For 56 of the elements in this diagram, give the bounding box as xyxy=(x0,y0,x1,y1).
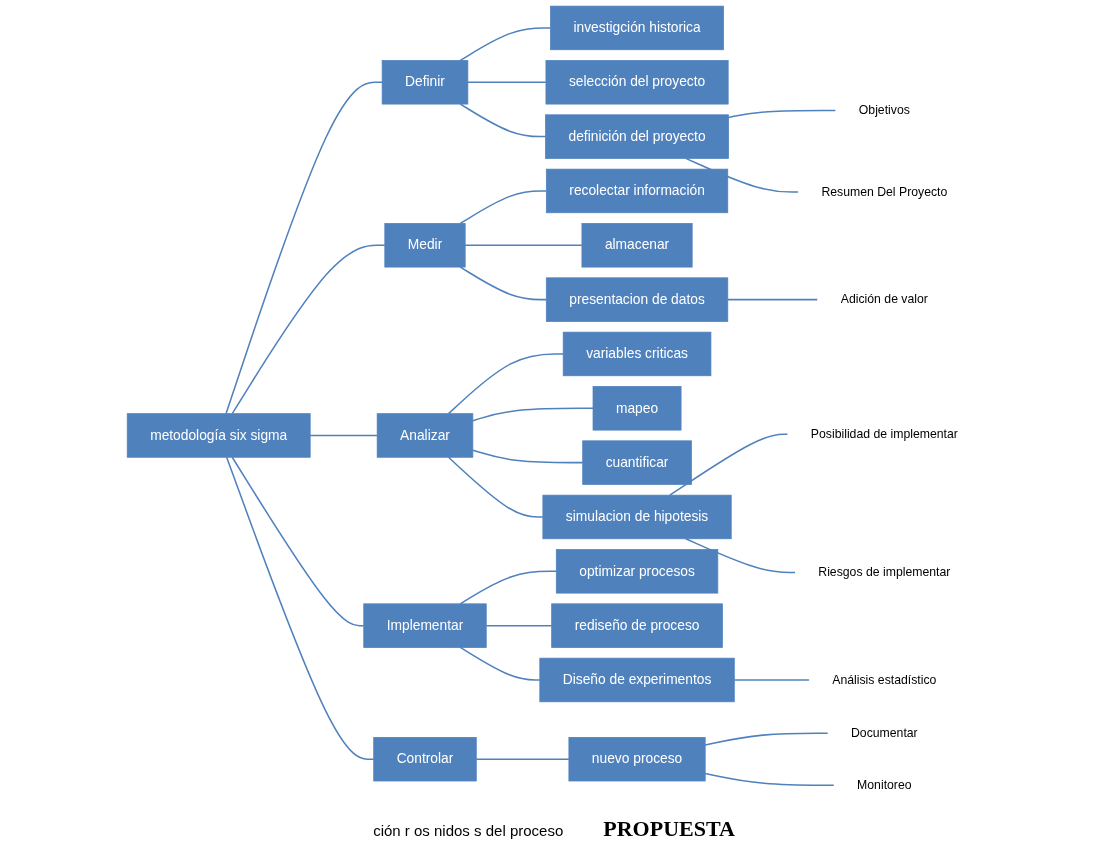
connector xyxy=(459,27,552,62)
node-text: Posibilidad de implementar xyxy=(810,427,958,441)
node-box: optimizar procesos xyxy=(555,549,719,594)
connector xyxy=(472,449,584,464)
node-text: Resumen Del Proyecto xyxy=(821,185,948,199)
node-box: selección del proyecto xyxy=(545,60,729,105)
connector xyxy=(485,624,553,627)
node-box: investigción historica xyxy=(550,5,724,51)
connector xyxy=(669,433,789,496)
node-box: Definir xyxy=(381,60,469,105)
connector xyxy=(733,679,811,681)
node-box: variables criticas xyxy=(562,331,712,377)
node-text: Adición de valor xyxy=(840,292,928,306)
node-box: rediseño de proceso xyxy=(551,603,723,648)
node-text: Análisis estadístico xyxy=(832,673,937,687)
connector xyxy=(472,407,594,422)
connector xyxy=(309,434,378,437)
connector xyxy=(447,353,564,415)
connector xyxy=(459,646,541,681)
connector xyxy=(225,456,375,760)
node-box: Controlar xyxy=(373,737,477,782)
connector xyxy=(231,244,386,415)
connector xyxy=(727,109,837,119)
node-text: Documentar xyxy=(850,726,918,740)
connector xyxy=(447,456,544,518)
connector xyxy=(459,266,548,301)
node-box: Diseño de experimentos xyxy=(539,657,735,703)
connector xyxy=(704,732,829,746)
node-box: simulacion de hipotesis xyxy=(542,494,732,540)
connector xyxy=(685,538,797,574)
connector xyxy=(231,456,365,627)
node-box: Medir xyxy=(384,223,466,268)
connector xyxy=(727,298,819,301)
node-box: Implementar xyxy=(363,603,487,648)
node-box: definición del proyecto xyxy=(545,114,729,159)
connector xyxy=(459,570,558,605)
node-box: almacenar xyxy=(581,223,693,268)
node-box: cuantificar xyxy=(582,440,692,485)
connector xyxy=(467,81,547,84)
node-box: nuevo proceso xyxy=(568,737,706,782)
node-box: metodología six sigma xyxy=(126,413,311,458)
connector xyxy=(459,190,548,225)
node-text: Riesgos de implementar xyxy=(818,565,951,579)
connector xyxy=(475,758,570,760)
note-text: ción r os nidos s del proceso xyxy=(373,822,564,839)
connector xyxy=(225,81,383,415)
connector xyxy=(464,244,583,247)
node-text: Objetivos xyxy=(858,103,910,117)
node-box: Analizar xyxy=(376,413,474,458)
node-box: recolectar información xyxy=(545,168,729,214)
node-box: presentacion de datos xyxy=(545,277,729,322)
caption: PROPUESTA xyxy=(603,816,735,842)
node-text: Monitoreo xyxy=(857,778,912,792)
connector xyxy=(459,103,547,138)
node-box: mapeo xyxy=(592,386,682,431)
connector xyxy=(704,772,835,786)
